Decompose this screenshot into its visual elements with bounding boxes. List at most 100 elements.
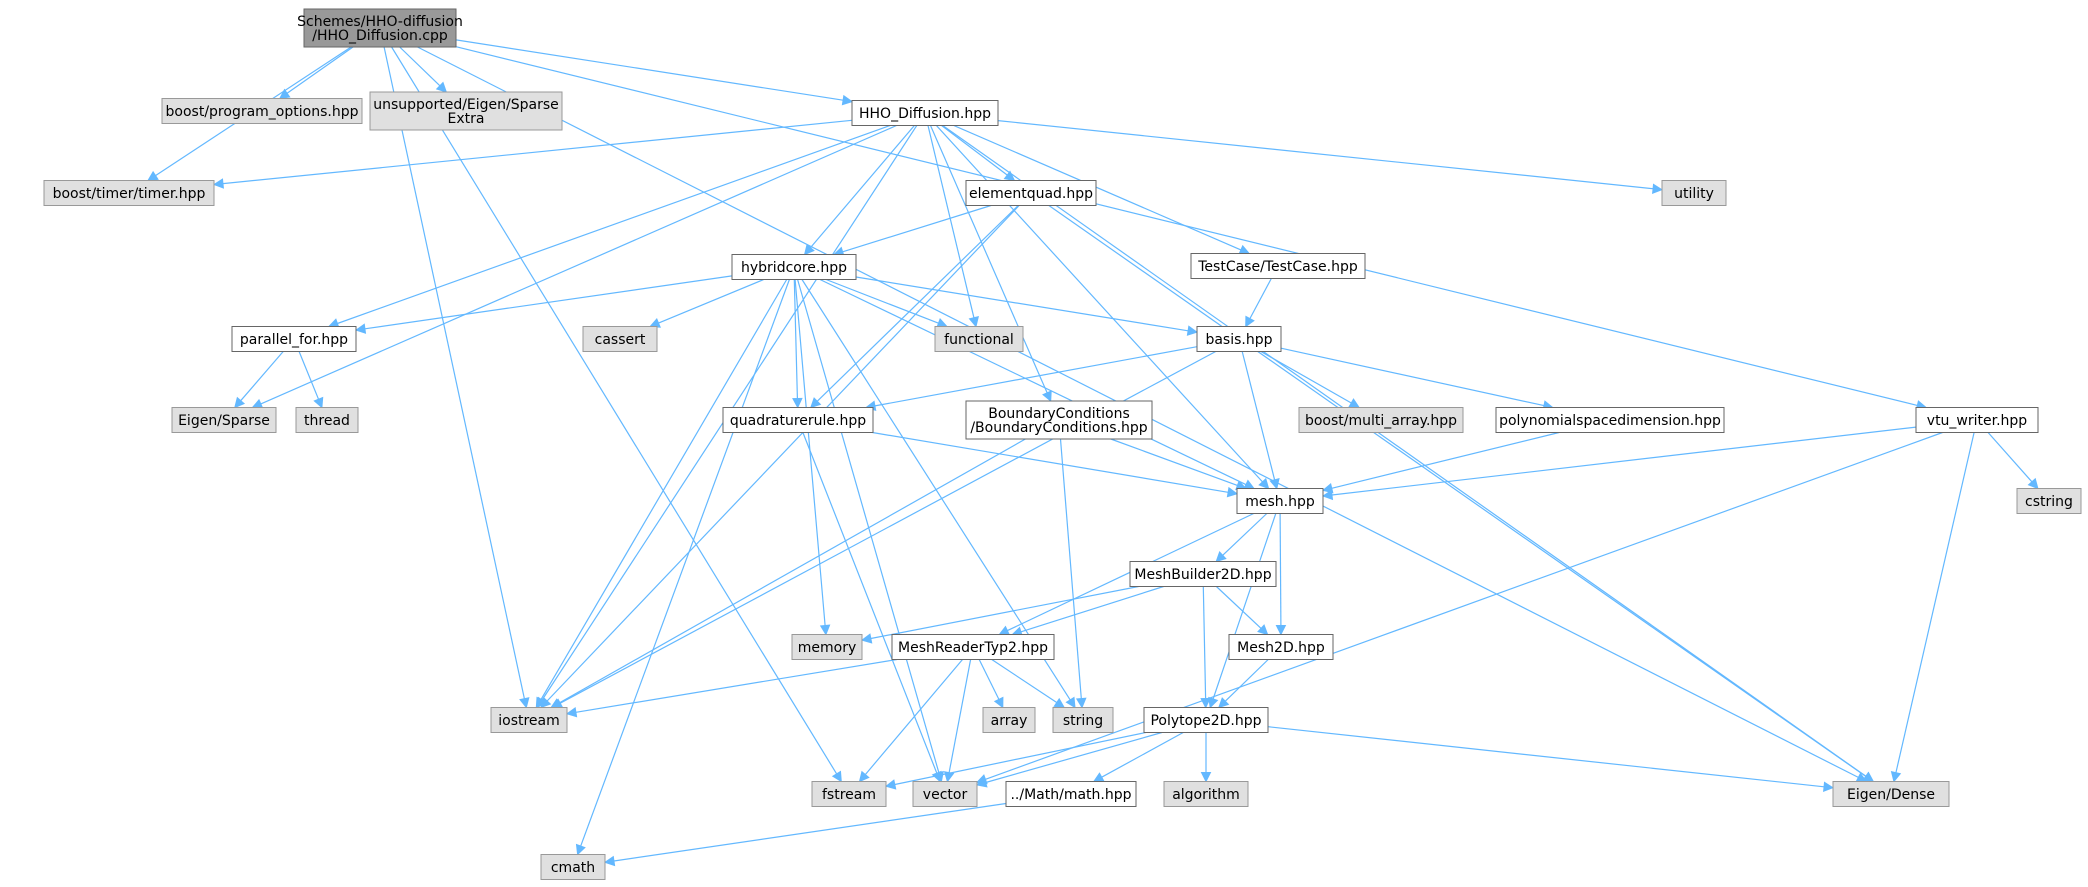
edge-meshreadertyp2-to-fstream bbox=[858, 659, 963, 783]
edge-line bbox=[613, 802, 1007, 862]
edge-basis-to-mesh bbox=[1241, 351, 1280, 490]
edge-vtu_writer-to-mesh bbox=[1321, 426, 1917, 501]
node-hho-diffusion-hpp[interactable]: HHO_Diffusion.hpp bbox=[851, 100, 999, 126]
node-quadraturerule[interactable]: quadraturerule.hpp bbox=[722, 407, 874, 433]
node-label: /HHO_Diffusion.cpp bbox=[312, 28, 448, 44]
edge-polytope2d-to-vector bbox=[975, 731, 1163, 788]
edge-line bbox=[546, 205, 1020, 702]
edge-line bbox=[1215, 586, 1262, 629]
node-label: MeshReaderTyp2.hpp bbox=[898, 640, 1048, 656]
node-box bbox=[791, 634, 863, 660]
edge-line bbox=[286, 46, 354, 94]
edge-hho_diffusion_hpp-to-functional bbox=[927, 125, 979, 328]
edge-line bbox=[985, 431, 1943, 780]
node-array: array bbox=[982, 707, 1036, 733]
node-box bbox=[851, 100, 999, 126]
node-label: ../Math/math.hpp bbox=[1010, 787, 1131, 803]
edge-parallel_for-to-eigen_sparse bbox=[234, 351, 284, 409]
edge-arrowhead bbox=[251, 398, 264, 409]
edge-arrowhead bbox=[1200, 697, 1211, 709]
edge-mesh-to-mesh2d bbox=[1275, 513, 1287, 636]
node-mesh[interactable]: mesh.hpp bbox=[1236, 488, 1324, 514]
edge-polytope2d-to-fstream bbox=[884, 731, 1146, 790]
node-label: Extra bbox=[448, 111, 485, 127]
edge-quadraturerule-to-mesh bbox=[872, 431, 1239, 498]
edge-line bbox=[941, 125, 1008, 176]
node-label: functional bbox=[944, 332, 1014, 348]
node-polynomialspacedimension[interactable]: polynomialspacedimension.hpp bbox=[1495, 407, 1725, 433]
node-box bbox=[1832, 781, 1950, 807]
node-box bbox=[1298, 407, 1464, 433]
edge-hybridcore-to-functional bbox=[825, 278, 948, 328]
node-boundary-conditions[interactable]: BoundaryConditions/BoundaryConditions.hp… bbox=[965, 400, 1153, 440]
edge-mesh-to-polytope2d bbox=[1208, 513, 1277, 709]
edge-arrowhead bbox=[212, 178, 224, 189]
node-box bbox=[582, 326, 658, 352]
edge-root-to-hho_diffusion_hpp bbox=[455, 39, 854, 106]
edge-arrowhead bbox=[993, 696, 1004, 709]
node-elementquad[interactable]: elementquad.hpp bbox=[965, 180, 1097, 206]
node-label: polynomialspacedimension.hpp bbox=[1499, 413, 1721, 429]
node-box bbox=[965, 180, 1097, 206]
node-vtu-writer[interactable]: vtu_writer.hpp bbox=[1915, 407, 2039, 433]
edge-polytope2d-to-eigen_dense bbox=[1267, 726, 1835, 792]
node-functional: functional bbox=[934, 326, 1024, 352]
node-polytope2d[interactable]: Polytope2D.hpp bbox=[1143, 707, 1269, 733]
node-mesh2d[interactable]: Mesh2D.hpp bbox=[1228, 634, 1334, 660]
node-basis[interactable]: basis.hpp bbox=[1196, 326, 1282, 352]
edge-hybridcore-to-quadraturerule bbox=[792, 279, 803, 409]
node-box bbox=[1005, 781, 1137, 807]
edge-hybridcore-to-mesh bbox=[819, 278, 1255, 490]
edge-line bbox=[797, 279, 940, 773]
node-box bbox=[303, 8, 457, 48]
edge-arrowhead bbox=[649, 317, 661, 328]
edge-basis-to-polynomialspacedimension bbox=[1280, 347, 1554, 411]
edge-arrowhead bbox=[1215, 551, 1227, 563]
edge-meshreadertyp2-to-iostream bbox=[565, 658, 898, 718]
edge-line bbox=[1224, 659, 1269, 702]
node-box bbox=[369, 91, 563, 131]
edge-hho_diffusion_hpp-to-boost_timer bbox=[212, 119, 853, 189]
edge-line bbox=[558, 438, 1026, 704]
node-fstream: fstream bbox=[811, 781, 887, 807]
node-parallel-for[interactable]: parallel_for.hpp bbox=[231, 326, 357, 352]
node-root[interactable]: Schemes/HHO-diffusion/HHO_Diffusion.cpp bbox=[297, 8, 463, 48]
edge-arrowhead bbox=[234, 396, 246, 409]
edge-line bbox=[997, 120, 1654, 190]
node-box bbox=[1163, 781, 1249, 807]
edge-arrowhead bbox=[575, 843, 586, 856]
node-label: array bbox=[991, 713, 1028, 729]
edge-arrowhead bbox=[354, 323, 367, 334]
edge-meshreadertyp2-to-array bbox=[978, 659, 1004, 709]
edge-arrowhead bbox=[1065, 696, 1076, 709]
node-box bbox=[43, 180, 215, 206]
edge-arrowhead bbox=[519, 697, 530, 709]
edge-line bbox=[1048, 205, 1867, 777]
node-label: string bbox=[1063, 713, 1103, 729]
edge-line bbox=[1110, 438, 1238, 486]
node-box bbox=[1196, 326, 1282, 352]
edge-arrowhead bbox=[968, 316, 979, 328]
edge-line bbox=[927, 125, 975, 318]
node-label: MeshBuilder2D.hpp bbox=[1134, 567, 1271, 583]
edge-line bbox=[658, 278, 765, 324]
node-algorithm: algorithm bbox=[1163, 781, 1249, 807]
node-meshbuilder2d[interactable]: MeshBuilder2D.hpp bbox=[1129, 561, 1277, 587]
node-testcase[interactable]: TestCase/TestCase.hpp bbox=[1190, 253, 1366, 279]
node-box bbox=[965, 400, 1153, 440]
edge-arrowhead bbox=[1003, 170, 1016, 182]
edge-elementquad-to-hybridcore bbox=[832, 204, 992, 257]
edge-hybridcore-to-cmath bbox=[575, 279, 790, 856]
edge-boundary_conditions-to-iostream bbox=[550, 438, 1026, 709]
edge-arrowhead bbox=[2027, 477, 2039, 490]
node-label: /BoundaryConditions.hpp bbox=[970, 420, 1147, 436]
edge-line bbox=[1331, 426, 1917, 496]
edge-math-to-cmath bbox=[603, 802, 1007, 867]
node-box bbox=[1495, 407, 1725, 433]
edge-hybridcore-to-cassert bbox=[649, 278, 765, 328]
node-meshreadertyp2[interactable]: MeshReaderTyp2.hpp bbox=[891, 634, 1055, 660]
edge-elementquad-to-iostream bbox=[540, 205, 1020, 709]
node-hybridcore[interactable]: hybridcore.hpp bbox=[731, 254, 857, 280]
edge-line bbox=[298, 351, 320, 400]
node-math[interactable]: ../Math/math.hpp bbox=[1005, 781, 1137, 807]
